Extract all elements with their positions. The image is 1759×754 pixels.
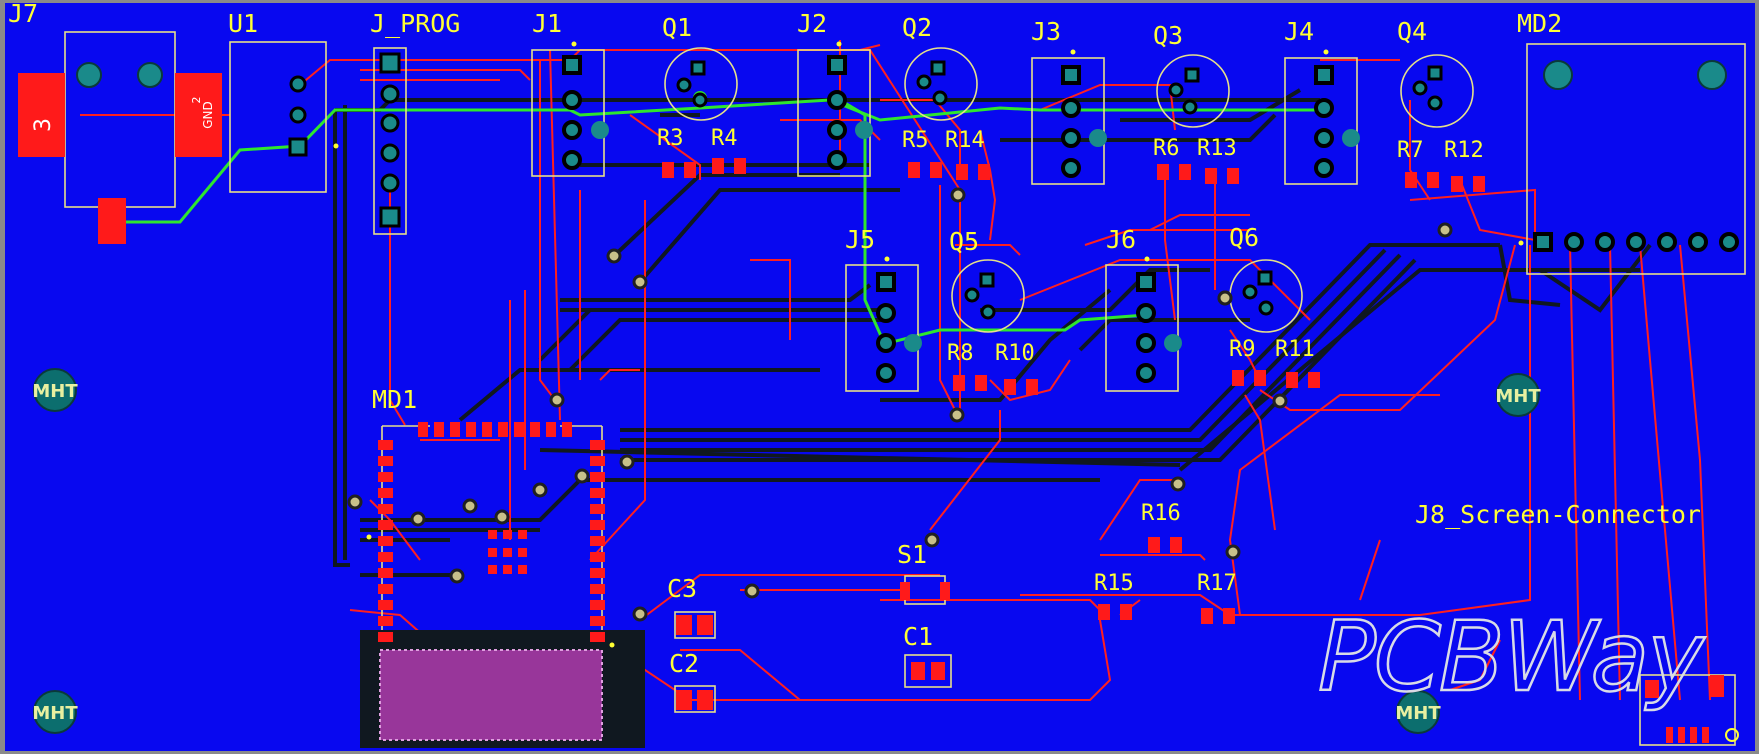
- reference-labels: J7 U1 J_PROG J1 Q1 J2 Q2 J3 Q3 J4 Q4 MD2…: [8, 0, 1701, 678]
- label-r7[interactable]: R7: [1397, 138, 1424, 163]
- label-r5[interactable]: R5: [902, 128, 929, 153]
- silk-dots: [333, 41, 1524, 648]
- label-r3[interactable]: R3: [657, 126, 684, 151]
- label-q4[interactable]: Q4: [1397, 17, 1427, 46]
- j7-pad-3-label: 3: [31, 118, 56, 132]
- j7-pad-2-number: 2: [190, 97, 203, 104]
- label-q1[interactable]: Q1: [662, 13, 692, 42]
- label-j1[interactable]: J1: [532, 9, 562, 38]
- label-r11[interactable]: R11: [1275, 337, 1315, 362]
- label-q2[interactable]: Q2: [902, 13, 932, 42]
- label-r9[interactable]: R9: [1229, 337, 1256, 362]
- label-r14[interactable]: R14: [945, 128, 985, 153]
- label-j8-screen-connector[interactable]: J8_Screen-Connector: [1415, 500, 1701, 529]
- bottom-copper-traces: [333, 88, 1652, 577]
- label-md1[interactable]: MD1: [372, 385, 417, 414]
- label-r16[interactable]: R16: [1141, 501, 1181, 526]
- md1-module: [360, 422, 645, 748]
- label-u1[interactable]: U1: [228, 9, 258, 38]
- label-r8[interactable]: R8: [947, 341, 974, 366]
- label-r6[interactable]: R6: [1153, 136, 1180, 161]
- label-c2[interactable]: C2: [669, 649, 699, 678]
- mounting-holes: MHT MHT MHT MHT: [32, 368, 1541, 734]
- label-r17[interactable]: R17: [1197, 571, 1237, 596]
- pcbway-watermark: PCBWay: [1318, 601, 1705, 713]
- mht-label: MHT: [32, 703, 78, 724]
- j7-pad-2-net: GND: [201, 101, 215, 129]
- label-r4[interactable]: R4: [711, 126, 738, 151]
- mht-label: MHT: [1395, 703, 1441, 724]
- label-q6[interactable]: Q6: [1229, 223, 1259, 252]
- label-r13[interactable]: R13: [1197, 136, 1237, 161]
- j7-power-jack[interactable]: 3 2 GND: [18, 62, 222, 244]
- label-j5[interactable]: J5: [845, 225, 875, 254]
- label-j-prog[interactable]: J_PROG: [370, 9, 460, 38]
- vias: [347, 187, 1453, 622]
- label-r12[interactable]: R12: [1444, 138, 1484, 163]
- label-q5[interactable]: Q5: [949, 227, 979, 256]
- label-j3[interactable]: J3: [1031, 17, 1061, 46]
- label-j2[interactable]: J2: [797, 9, 827, 38]
- label-s1[interactable]: S1: [897, 540, 927, 569]
- label-j6[interactable]: J6: [1106, 225, 1136, 254]
- label-q3[interactable]: Q3: [1153, 21, 1183, 50]
- mht-label: MHT: [1495, 386, 1541, 407]
- through-hole-pads: [288, 52, 1739, 383]
- label-md2[interactable]: MD2: [1517, 9, 1562, 38]
- label-c1[interactable]: C1: [903, 622, 933, 651]
- label-r15[interactable]: R15: [1094, 571, 1134, 596]
- mht-label: MHT: [32, 381, 78, 402]
- label-r10[interactable]: R10: [995, 341, 1035, 366]
- label-j7[interactable]: J7: [8, 0, 38, 28]
- label-j4[interactable]: J4: [1284, 17, 1314, 46]
- label-c3[interactable]: C3: [667, 574, 697, 603]
- smd-pads: [662, 158, 1724, 743]
